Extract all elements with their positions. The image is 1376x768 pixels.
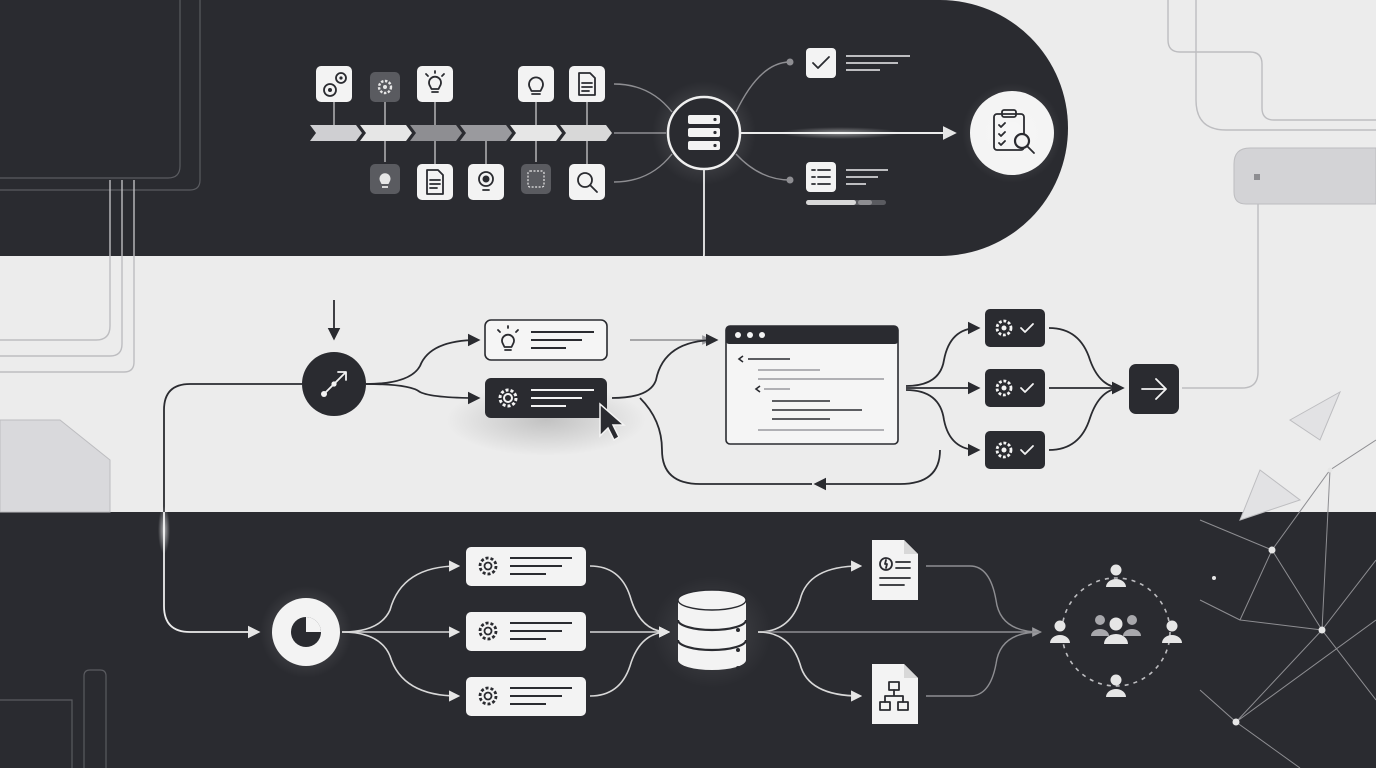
frame-bottom-left-2: [0, 699, 73, 768]
lightbulb-icon[interactable]: [370, 164, 400, 194]
team-network-icon[interactable]: [1050, 564, 1182, 698]
report-document-icon[interactable]: [872, 540, 918, 600]
idea-card-lines: [531, 331, 594, 349]
gear-card-lines: [510, 622, 572, 640]
gear-check-icon[interactable]: [985, 309, 1045, 347]
panel-left: [0, 419, 111, 513]
checkbox-icon[interactable]: [806, 48, 836, 78]
gear-check-icon[interactable]: [985, 431, 1045, 469]
pipeline-stubs: [333, 100, 588, 164]
code-lines: [737, 355, 884, 431]
loop-lower: [639, 397, 812, 485]
timer-to-card-3: [341, 631, 461, 702]
frame-mid-left: [0, 180, 111, 341]
arrow-right-icon[interactable]: [1129, 364, 1179, 414]
db-to-report: [757, 560, 863, 633]
check-merge-1: [1048, 327, 1125, 395]
org-chart-to-team: [926, 631, 1041, 697]
progress-bar: [806, 200, 886, 205]
gear-icon: [478, 621, 498, 641]
gear-check-icon[interactable]: [985, 369, 1045, 407]
settings-card[interactable]: [485, 378, 607, 418]
gear-icon[interactable]: [521, 164, 551, 194]
check-merge-3: [1048, 381, 1125, 451]
split-to-timer-connector: [158, 383, 302, 639]
gear-icon: [478, 556, 498, 576]
server-stack-icon[interactable]: [652, 81, 756, 185]
frame-mid-left-3: [0, 180, 135, 373]
lightbulb-icon[interactable]: [518, 66, 554, 102]
pipeline-bottom-icons: [370, 164, 605, 200]
settings-to-window: [611, 333, 719, 399]
code-window-icon[interactable]: [725, 325, 899, 445]
gear-card-3[interactable]: [466, 677, 586, 716]
gear-card-lines: [510, 687, 572, 705]
checklist-lines: [846, 169, 888, 185]
hub-to-split-connector: [327, 169, 705, 341]
gear-card-lines: [510, 557, 572, 575]
report-to-team: [926, 565, 1041, 633]
frame-top-left: [0, 0, 181, 179]
chevron-pipeline: [310, 125, 612, 141]
polygon-facets: [1239, 390, 1342, 521]
document-icon[interactable]: [417, 164, 453, 200]
window-to-check-1: [905, 321, 981, 387]
lightbulb-icon: [497, 325, 519, 351]
gear-icon: [478, 686, 498, 706]
gear-card-2[interactable]: [466, 612, 586, 651]
checklist-icon[interactable]: [806, 162, 836, 192]
timer-to-card-1: [341, 560, 461, 633]
decision-section: [302, 309, 1179, 491]
settings-card-lines: [531, 389, 594, 407]
db-to-org-chart: [757, 631, 863, 702]
gear-card-1[interactable]: [466, 547, 586, 586]
magnifier-icon[interactable]: [569, 164, 605, 200]
frame-top-left-2: [0, 0, 201, 191]
pipeline-top-icons: [316, 66, 605, 102]
lightbulb-icon[interactable]: [468, 164, 504, 200]
idea-card[interactable]: [484, 319, 608, 361]
frame-mid-left-2: [0, 180, 123, 357]
frame-top-right-2: [1195, 0, 1376, 131]
org-chart-document-icon[interactable]: [872, 664, 918, 724]
lightbulb-icon[interactable]: [417, 66, 453, 102]
pie-chart-icon[interactable]: [260, 586, 352, 678]
document-icon[interactable]: [569, 66, 605, 102]
database-icon[interactable]: [652, 576, 772, 688]
scale-arrows-icon[interactable]: [302, 352, 366, 416]
clipboard-search-icon[interactable]: [962, 83, 1062, 183]
frame-top-right: [1167, 0, 1376, 121]
panel-right: [1233, 147, 1376, 205]
polygon-network: [1199, 390, 1376, 768]
gear-icon[interactable]: [370, 72, 400, 102]
gear-icon: [498, 388, 518, 408]
data-section: [260, 540, 1182, 724]
frame-bottom-left: [83, 669, 107, 768]
loop-return-arrow: [813, 449, 941, 491]
window-to-check-3: [905, 389, 981, 457]
panel-right-dot: [1254, 174, 1260, 180]
network-nodes: [1212, 467, 1333, 726]
gears-icon[interactable]: [316, 66, 352, 102]
checkbox-lines: [846, 55, 910, 71]
hub-outputs: [735, 58, 957, 184]
mouse-pointer-icon: [599, 402, 626, 442]
frame-right-connector: [1182, 204, 1259, 389]
pipeline-section: [310, 48, 1062, 205]
team-members: [1050, 564, 1182, 697]
